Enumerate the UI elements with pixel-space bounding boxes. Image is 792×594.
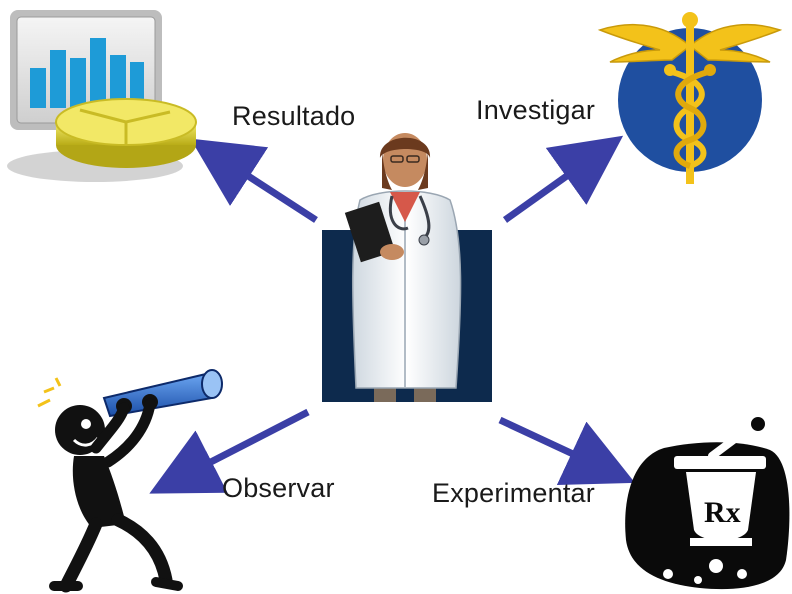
- arrow-to-investigar: [502, 135, 624, 223]
- arrow-to-resultado: [190, 138, 318, 223]
- label-investigar: Investigar: [476, 95, 596, 125]
- label-resultado: Resultado: [232, 101, 356, 131]
- arrow-to-observar: [149, 408, 310, 494]
- chart-and-coin-icon: [7, 10, 197, 182]
- telescope-person-icon: [37, 369, 223, 593]
- arrows: [149, 135, 636, 494]
- mortar-pestle-rx-icon: Rx: [625, 411, 790, 590]
- doctor-figure: [322, 133, 492, 402]
- label-experimentar: Experimentar: [432, 478, 595, 508]
- rx-symbol: Rx: [704, 496, 741, 529]
- caduceus-icon: [597, 12, 783, 184]
- arrow-to-experimentar: [498, 416, 636, 486]
- label-observar: Observar: [222, 473, 335, 503]
